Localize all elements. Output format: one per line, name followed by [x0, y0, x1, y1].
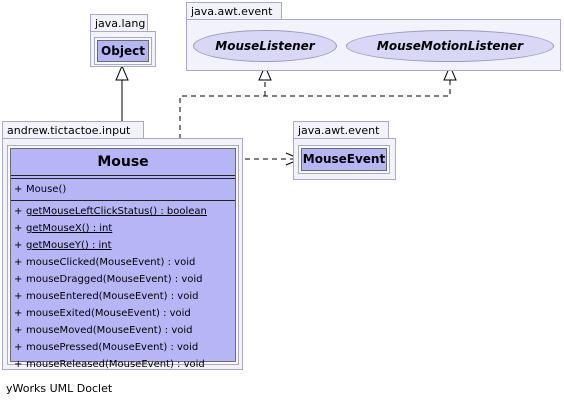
visibility-marker: + [14, 184, 23, 195]
member-signature: mouseExited(MouseEvent) : void [26, 308, 191, 319]
generator-credit: yWorks UML Doclet [6, 382, 113, 395]
member-signature: mouseReleased(MouseEvent) : void [26, 359, 205, 370]
member-signature: mouseClicked(MouseEvent) : void [26, 257, 196, 268]
visibility-marker: + [14, 257, 23, 268]
realization-arrowhead-mousemotionlistener [443, 64, 457, 81]
class-mouse-title: Mouse [11, 149, 235, 176]
member-row: +mouseMoved(MouseEvent) : void [11, 322, 235, 339]
member-signature: getMouseY() : int [26, 240, 112, 251]
generalization-arrowhead [115, 64, 129, 81]
member-signature: mousePressed(MouseEvent) : void [26, 342, 199, 353]
member-row: +mouseReleased(MouseEvent) : void [11, 356, 235, 373]
visibility-marker: + [14, 342, 23, 353]
member-signature: Mouse() [26, 184, 67, 195]
member-row: +getMouseX() : int [11, 220, 235, 237]
member-signature: mouseEntered(MouseEvent) : void [26, 291, 199, 302]
package-tab-java-awt-event-top: java.awt.event [186, 2, 282, 20]
class-mouse-attributes [11, 176, 235, 179]
member-row: +getMouseY() : int [11, 237, 235, 254]
class-mouse-methods: +getMouseLeftClickStatus() : boolean +ge… [11, 201, 235, 375]
member-row: +getMouseLeftClickStatus() : boolean [11, 203, 235, 220]
member-signature: getMouseLeftClickStatus() : boolean [26, 206, 207, 217]
visibility-marker: + [14, 274, 23, 285]
interface-mousemotionlistener[interactable]: MouseMotionListener [346, 30, 554, 62]
visibility-marker: + [14, 206, 23, 217]
interface-mouselistener[interactable]: MouseListener [193, 30, 337, 62]
member-signature: mouseMoved(MouseEvent) : void [26, 325, 193, 336]
realization-arrowhead-mouselistener [258, 64, 272, 81]
package-tab-andrew-tictactoe-input: andrew.tictactoe.input [2, 121, 144, 139]
member-row: +mouseDragged(MouseEvent) : void [11, 271, 235, 288]
class-object[interactable]: Object [97, 40, 149, 62]
member-signature: mouseDragged(MouseEvent) : void [26, 274, 203, 285]
class-mouseevent[interactable]: MouseEvent [301, 148, 387, 171]
member-row: +Mouse() [11, 181, 235, 198]
class-mouse[interactable]: Mouse +Mouse() +getMouseLeftClickStatus(… [10, 148, 236, 370]
member-row: +mouseExited(MouseEvent) : void [11, 305, 235, 322]
visibility-marker: + [14, 223, 23, 234]
package-tab-java-awt-event-right: java.awt.event [293, 121, 389, 139]
visibility-marker: + [14, 325, 23, 336]
realization-line [179, 80, 451, 148]
visibility-marker: + [14, 240, 23, 251]
member-row: +mouseClicked(MouseEvent) : void [11, 254, 235, 271]
visibility-marker: + [14, 291, 23, 302]
class-mouse-constructors: +Mouse() [11, 179, 235, 201]
package-tab-java-lang: java.lang [90, 14, 148, 32]
member-row: +mouseEntered(MouseEvent) : void [11, 288, 235, 305]
visibility-marker: + [14, 359, 23, 370]
visibility-marker: + [14, 308, 23, 319]
member-signature: getMouseX() : int [26, 223, 113, 234]
member-row: +mousePressed(MouseEvent) : void [11, 339, 235, 356]
